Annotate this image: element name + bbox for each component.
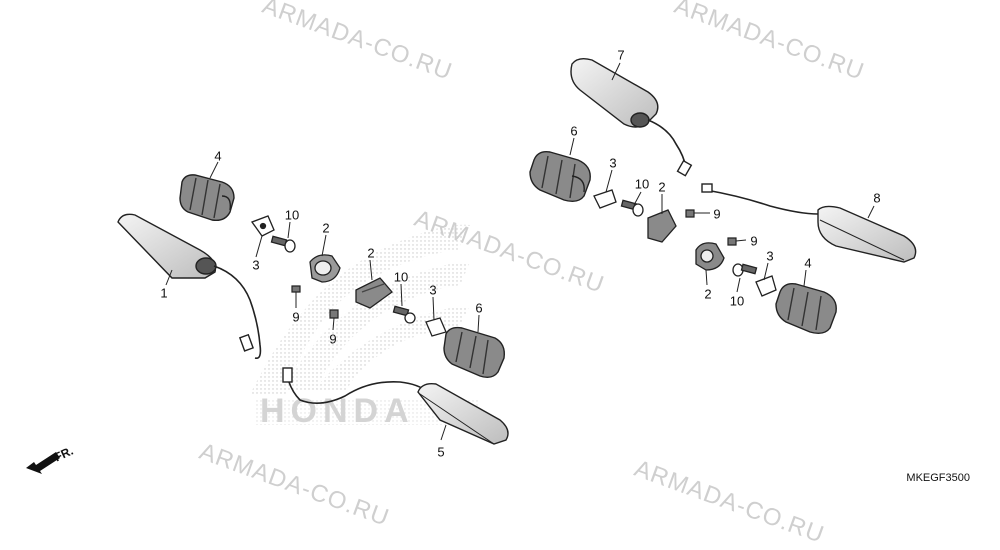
screw-10-right-bottom bbox=[732, 263, 758, 277]
turn-signal-7 bbox=[570, 57, 693, 177]
callout-6-left: 6 bbox=[475, 300, 483, 316]
screw-10-center bbox=[392, 305, 416, 324]
callout-9-left: 9 bbox=[292, 309, 300, 325]
diagram-drawing: HONDA bbox=[26, 57, 917, 474]
callout-10-left: 10 bbox=[284, 207, 300, 223]
callout-6-right: 6 bbox=[570, 123, 578, 139]
callout-4-right: 4 bbox=[804, 255, 812, 271]
callout-1: 1 bbox=[160, 285, 168, 301]
bracket-3-left bbox=[250, 215, 275, 237]
callout-10-right-bottom: 10 bbox=[729, 293, 745, 309]
bracket-3-center bbox=[425, 317, 447, 337]
rubber-mount-6-left bbox=[443, 326, 505, 379]
parts-diagram: ARMADA-CO.RU ARMADA-CO.RU ARMADA-CO.RU A… bbox=[26, 0, 970, 549]
leader-lines bbox=[165, 62, 875, 441]
callout-2-right-bottom: 2 bbox=[704, 286, 712, 302]
callout-9-right-top: 9 bbox=[713, 206, 721, 222]
bracket-3-right-top bbox=[593, 189, 617, 209]
callout-2-left: 2 bbox=[322, 220, 330, 236]
callout-9-center: 9 bbox=[329, 331, 337, 347]
callout-2-right-top: 2 bbox=[658, 179, 666, 195]
screw-9-right-bottom bbox=[727, 237, 737, 246]
callout-9-right-bottom: 9 bbox=[750, 233, 758, 249]
callout-3-right-top: 3 bbox=[609, 155, 617, 171]
turn-signal-5 bbox=[282, 367, 509, 445]
callout-3-right-bottom: 3 bbox=[766, 248, 774, 264]
rubber-mount-4-left bbox=[179, 174, 235, 222]
socket-2-right-top bbox=[647, 209, 677, 243]
socket-2-left bbox=[309, 254, 341, 283]
socket-2-center bbox=[355, 277, 393, 309]
rubber-mount-6-right bbox=[529, 150, 591, 203]
callout-5: 5 bbox=[437, 444, 445, 460]
screw-9-left bbox=[291, 285, 301, 293]
callout-7: 7 bbox=[617, 47, 625, 63]
brand-logo-text: HONDA bbox=[260, 392, 415, 430]
callout-4-left: 4 bbox=[214, 148, 222, 164]
callout-8: 8 bbox=[873, 190, 881, 206]
callout-2-center: 2 bbox=[367, 245, 375, 261]
socket-2-right-bottom bbox=[695, 242, 725, 271]
front-direction-arrow bbox=[26, 452, 60, 474]
diagram-code: MKEGF3500 bbox=[906, 472, 970, 484]
turn-signal-8 bbox=[701, 183, 917, 263]
screw-10-right-top bbox=[620, 199, 644, 217]
turn-signal-1 bbox=[117, 213, 262, 360]
callout-10-right-top: 10 bbox=[634, 176, 650, 192]
callout-3-left: 3 bbox=[252, 257, 260, 273]
callout-3-center: 3 bbox=[429, 282, 437, 298]
bracket-3-right-bottom bbox=[755, 275, 777, 297]
screw-10-left bbox=[270, 235, 296, 253]
rubber-mount-4-right bbox=[775, 282, 837, 335]
screw-9-center bbox=[329, 309, 339, 319]
callout-10-center: 10 bbox=[393, 269, 409, 285]
screw-9-right-top bbox=[685, 209, 695, 218]
